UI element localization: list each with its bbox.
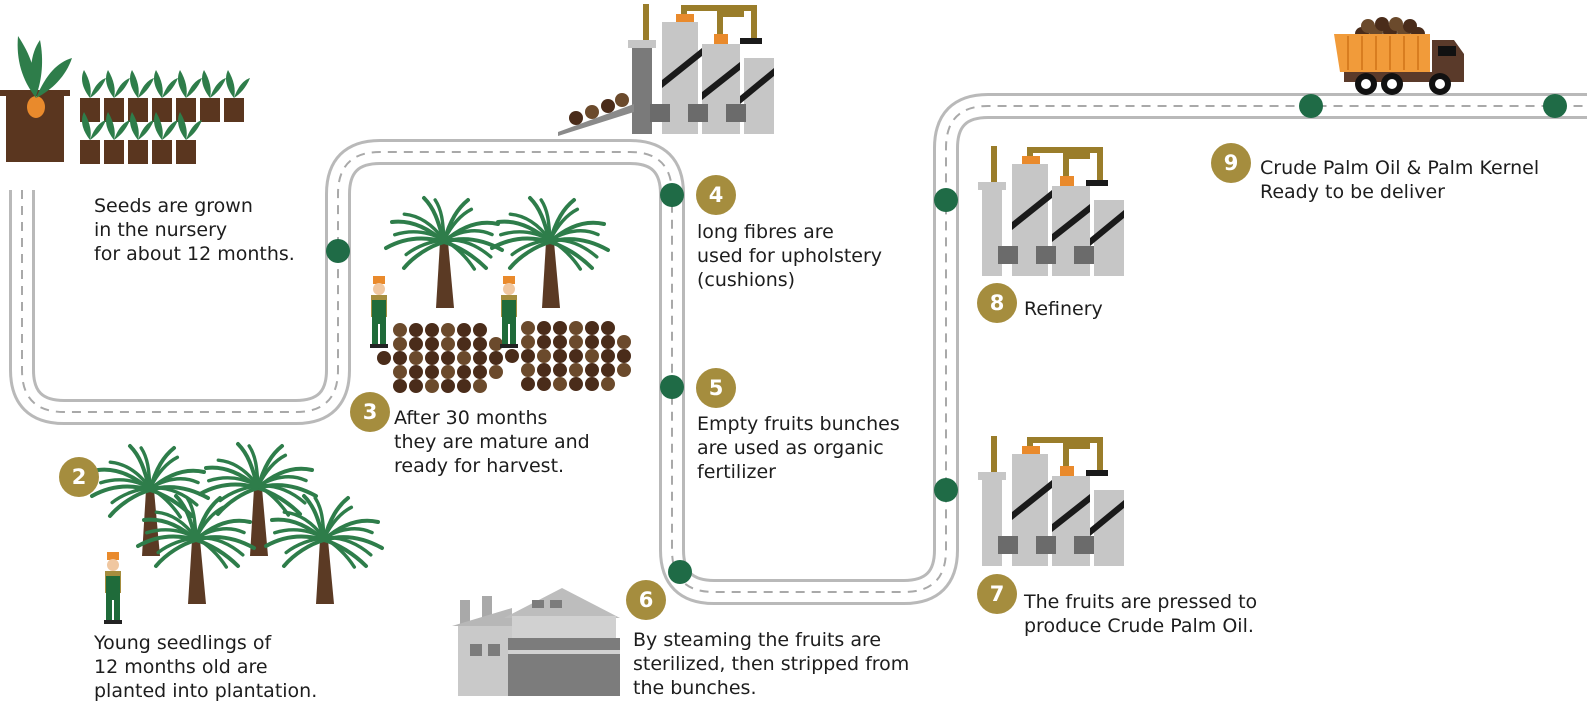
seedling: [152, 112, 178, 164]
step-3-badge: 3: [350, 392, 390, 432]
seedling: [224, 70, 250, 122]
road-marker: [326, 239, 350, 263]
palm-tree: [264, 489, 384, 604]
road: [9, 93, 1587, 605]
fruit-bunch-pile: [377, 323, 503, 393]
palm-fruit: [1403, 19, 1417, 33]
step-8-text: Refinery: [1024, 298, 1103, 320]
step-2-text: Young seedlings of 12 months old are pla…: [94, 632, 318, 702]
seedling-rows: [80, 70, 250, 164]
step-6-badge: 6: [626, 580, 666, 620]
step-7-text: The fruits are pressed to produce Crude …: [1024, 591, 1258, 637]
seedling: [176, 112, 202, 164]
palm-tree: [198, 437, 318, 556]
fruit-bunch-pile: [505, 321, 631, 391]
refinery-factory: [978, 146, 1124, 276]
road-marker: [934, 478, 958, 502]
step-8-badge: 8: [977, 283, 1017, 323]
palm-fruit: [1361, 19, 1375, 33]
step-9-text: Crude Palm Oil & Palm Kernel Ready to be…: [1260, 157, 1540, 203]
palm-tree: [136, 489, 256, 604]
young-plantation-illustration: [90, 437, 384, 604]
seedling: [200, 70, 226, 122]
step-4-badge: 4: [696, 175, 736, 215]
road-marker: [1543, 94, 1567, 118]
delivery-truck: [1334, 17, 1464, 95]
step-2-badge: 2: [59, 457, 99, 497]
road-marker: [668, 560, 692, 584]
nursery-illustration: [0, 36, 250, 164]
step-3-text: After 30 months they are mature and read…: [394, 407, 590, 477]
mill-factory-top: [558, 4, 774, 136]
road-marker: [934, 188, 958, 212]
palm-fruit: [1375, 17, 1389, 31]
palm-tree: [384, 191, 504, 308]
step-5-badge: 5: [696, 368, 736, 408]
step-5-text: Empty fruits bunches are used as organic…: [697, 413, 900, 483]
palm-tree: [490, 191, 610, 308]
step-1-text: Seeds are grown in the nursery for about…: [94, 195, 295, 265]
seedling: [80, 112, 106, 164]
road-marker: [660, 375, 684, 399]
workers: [104, 276, 518, 624]
road-marker: [1299, 94, 1323, 118]
palm-fruit: [1389, 17, 1403, 31]
mature-plantation-illustration: [377, 191, 631, 393]
seedling: [128, 70, 154, 122]
road-markers: [326, 94, 1567, 584]
step-9-badge: 9: [1211, 143, 1251, 183]
step-4-text: long fibres are used for upholstery (cus…: [697, 221, 883, 291]
step-7-badge: 7: [977, 574, 1017, 614]
seedling: [128, 112, 154, 164]
step-6-text: By steaming the fruits are sterilized, t…: [633, 629, 910, 699]
seedling: [104, 112, 130, 164]
road-centerline: [21, 105, 1587, 593]
steaming-building: [452, 588, 620, 696]
palm-seed: [27, 96, 45, 118]
worker-figure: [500, 276, 518, 348]
worker-figure: [370, 276, 388, 348]
worker-figure: [104, 552, 122, 624]
press-factory: [978, 436, 1124, 566]
road-marker: [660, 183, 684, 207]
